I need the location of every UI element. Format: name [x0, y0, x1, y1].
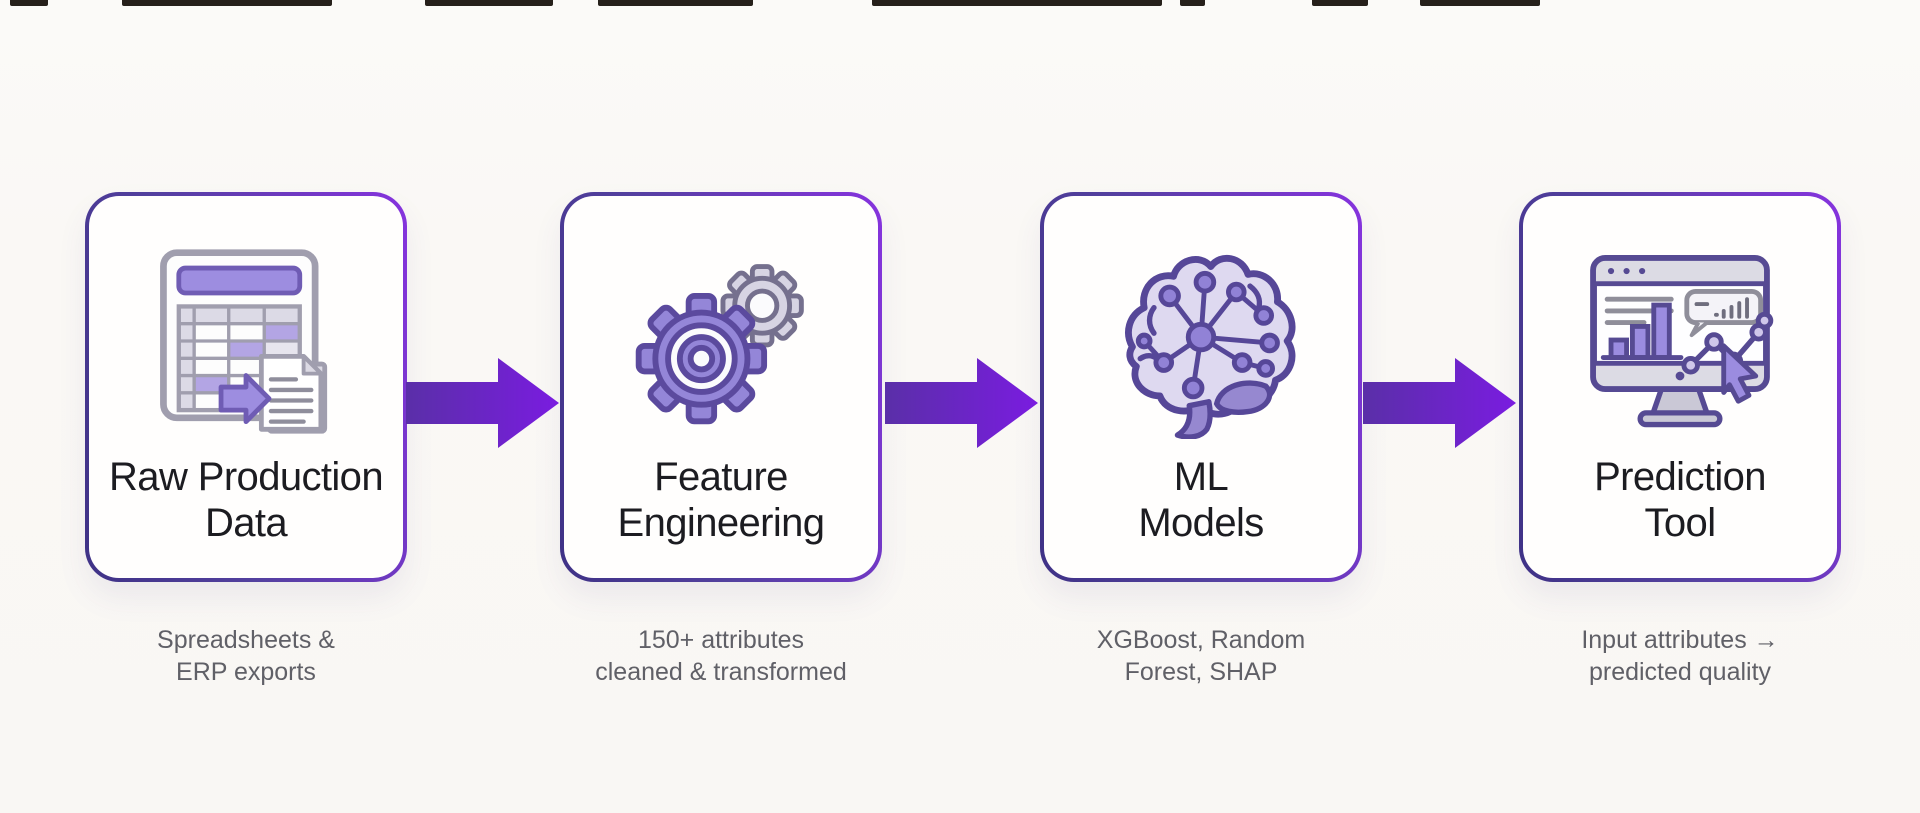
cropped-text-mark	[425, 0, 553, 6]
gears-icon	[623, 240, 819, 442]
step-title: ML Models	[1138, 455, 1264, 545]
flow-arrow-icon	[1362, 357, 1518, 454]
step-caption: Spreadsheets & ERP exports	[157, 626, 335, 686]
cropped-text-mark	[1180, 0, 1205, 6]
step-title: Prediction Tool	[1594, 455, 1766, 545]
cropped-text-mark	[1312, 0, 1368, 6]
spreadsheet-export-icon	[150, 240, 342, 442]
step-caption: XGBoost, Random Forest, SHAP	[1096, 626, 1306, 686]
step-card-raw-production-data: Raw Production Data	[85, 192, 407, 582]
step-title: Feature Engineering	[617, 455, 826, 545]
step-caption: 150+ attributes cleaned & transformed	[595, 626, 847, 686]
flow-arrow-icon	[885, 357, 1039, 454]
step-caption: Input attributes → predicted quality	[1581, 626, 1779, 686]
brain-network-icon	[1103, 240, 1299, 442]
cropped-text-mark	[872, 0, 1162, 6]
flow-arrow-icon	[406, 357, 560, 454]
monitor-dashboard-icon	[1578, 240, 1782, 442]
cropped-text-mark	[1420, 0, 1540, 6]
step-card-ml-models: ML Models	[1040, 192, 1362, 582]
cropped-text-mark	[10, 0, 48, 6]
cropped-text-mark	[598, 0, 753, 6]
step-card-prediction-tool: Prediction Tool	[1519, 192, 1841, 582]
step-title: Raw Production Data	[109, 455, 384, 545]
step-card-feature-engineering: Feature Engineering	[560, 192, 882, 582]
cropped-text-mark	[122, 0, 332, 6]
